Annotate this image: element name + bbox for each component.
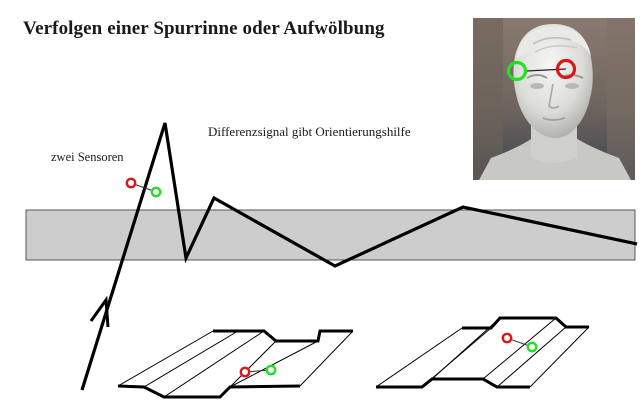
sensor-label: zwei Sensoren (51, 150, 124, 164)
direction-arrowhead (89, 295, 110, 328)
red-sensor-icon (555, 58, 577, 80)
ridge-surface-left (117, 329, 354, 399)
bump-surface-right (375, 316, 590, 389)
road-band (25, 209, 636, 261)
signal-label: Differenzsignal gibt Orientierungshilfe (208, 124, 411, 139)
red-sensor-icon (125, 177, 137, 189)
red-sensor-icon (239, 366, 251, 378)
red-sensor-icon (501, 332, 513, 344)
sensor-pair-path (125, 177, 162, 198)
mannequin-head-photo (473, 18, 635, 180)
slide-title: Verfolgen einer Spurrinne oder Aufwölbun… (23, 18, 385, 39)
green-sensor-icon (506, 60, 528, 82)
green-sensor-icon (526, 341, 538, 353)
green-sensor-icon (150, 186, 162, 198)
tracking-path (80, 122, 638, 391)
green-sensor-icon (265, 364, 277, 376)
